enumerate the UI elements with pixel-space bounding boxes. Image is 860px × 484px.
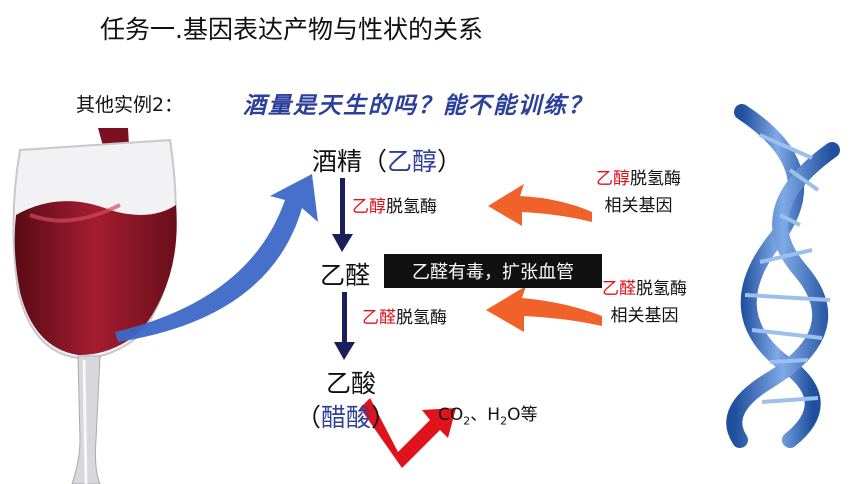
page-title: 任务一.基因表达产物与性状的关系 <box>100 15 483 44</box>
toxic-note-box: 乙醛有毒，扩张血管 <box>384 254 602 288</box>
gene2-black: 脱氢酶 <box>636 279 687 299</box>
ethanol-paren-open: （ <box>362 147 388 176</box>
gene1-black: 脱氢酶 <box>630 169 681 189</box>
gene1-red: 乙醇 <box>596 169 630 189</box>
dna-helix-image <box>726 104 840 448</box>
down-arrow-2 <box>334 292 355 360</box>
orange-arrow-1 <box>488 184 592 226</box>
products-sep: 、H <box>470 405 501 425</box>
wine-glass-image <box>12 128 177 484</box>
vinegar-name: 醋酸 <box>321 403 372 432</box>
gene2-line2: 相关基因 <box>610 306 679 326</box>
vinegar-paren-close: ） <box>371 403 397 432</box>
question-text: 酒量是天生的吗？能不能训练？ <box>243 93 593 119</box>
gene2-red: 乙醛 <box>602 279 636 299</box>
products-sub-a: 2 <box>463 414 471 428</box>
enzyme1-black: 脱氢酶 <box>386 197 437 217</box>
acetic-acid-label: 乙酸 <box>326 369 377 398</box>
gene-label-2: 乙醛脱氢酶 相关基因 <box>602 276 687 330</box>
vinegar-label: （醋酸） <box>296 398 396 434</box>
orange-arrow-2 <box>486 286 602 332</box>
ethanol-paren-close: ） <box>437 147 463 176</box>
gene1-line2: 相关基因 <box>604 196 673 216</box>
enzyme2-black: 脱氢酶 <box>396 308 447 328</box>
down-arrow-1 <box>332 178 353 252</box>
ethanol-label: 酒精（乙醇） <box>312 142 462 178</box>
blue-arrow <box>115 174 318 342</box>
enzyme-label-2: 乙醛脱氢酶 <box>362 303 447 328</box>
ethanol-alt-name: 乙醇 <box>387 147 438 176</box>
enzyme2-red: 乙醛 <box>362 308 396 328</box>
vinegar-paren-open: （ <box>296 403 322 432</box>
products-co: CO <box>438 405 464 425</box>
enzyme-label-1: 乙醇脱氢酶 <box>352 192 437 217</box>
gene-label-1: 乙醇脱氢酶 相关基因 <box>596 166 681 220</box>
example-label: 其他实例2： <box>76 94 184 116</box>
acetaldehyde-label: 乙醛 <box>320 261 371 290</box>
enzyme1-red: 乙醇 <box>352 197 386 217</box>
products-sub-b: 2 <box>500 414 508 428</box>
red-zigzag-arrow <box>360 398 456 468</box>
products-label: CO2、H2O等 <box>438 400 537 427</box>
ethanol-name: 酒精 <box>312 147 363 176</box>
products-tail: O等 <box>507 405 538 425</box>
